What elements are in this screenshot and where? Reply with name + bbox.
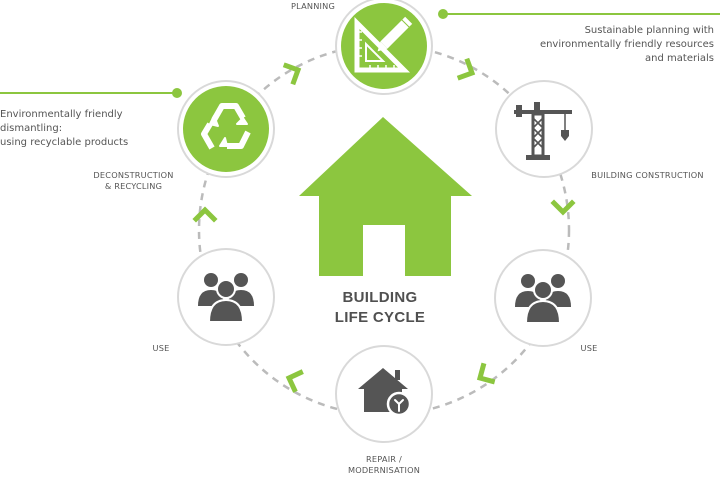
arrow-chevron-icon [285, 369, 304, 393]
stage-label-planning: PLANNING [290, 1, 336, 11]
stage-label-use-left: USE [152, 343, 170, 353]
stage-construction-node [495, 80, 593, 178]
stage-use-left-node [177, 248, 275, 346]
diagram-title: BUILDING LIFE CYCLE [334, 289, 426, 326]
triangle-ruler-pencil-icon [354, 16, 413, 73]
planning-description: Sustainable planning with environmentall… [539, 25, 714, 64]
planning-callout-line [438, 9, 720, 19]
people-group-icon [515, 274, 571, 324]
arrow-chevron-icon [192, 206, 218, 223]
deconstruction-description: Environmentally friendly dismantling: us… [0, 109, 129, 148]
stage-label-construction: BUILDING CONSTRUCTION [591, 170, 704, 180]
stage-label-deconstruction: DECONSTRUCTION & RECYCLING [93, 170, 174, 191]
arrow-chevron-icon [476, 362, 496, 385]
deconstruction-callout-line [0, 88, 182, 98]
arrow-chevron-icon [456, 57, 476, 81]
stage-planning-node [335, 0, 433, 95]
house-wrench-icon [358, 368, 412, 417]
stage-label-use-right: USE [580, 343, 598, 353]
recycle-icon [201, 103, 251, 150]
arrow-chevron-icon [550, 199, 576, 216]
people-group-icon [198, 273, 254, 323]
stage-label-repair: REPAIR / MODERNISATION [347, 454, 421, 475]
crane-icon [514, 102, 572, 160]
stage-repair-node [335, 345, 433, 443]
stage-deconstruction-node [177, 80, 275, 178]
central-house-icon [299, 117, 472, 276]
arrow-chevron-icon [282, 62, 302, 86]
stage-use-right-node [494, 249, 592, 347]
